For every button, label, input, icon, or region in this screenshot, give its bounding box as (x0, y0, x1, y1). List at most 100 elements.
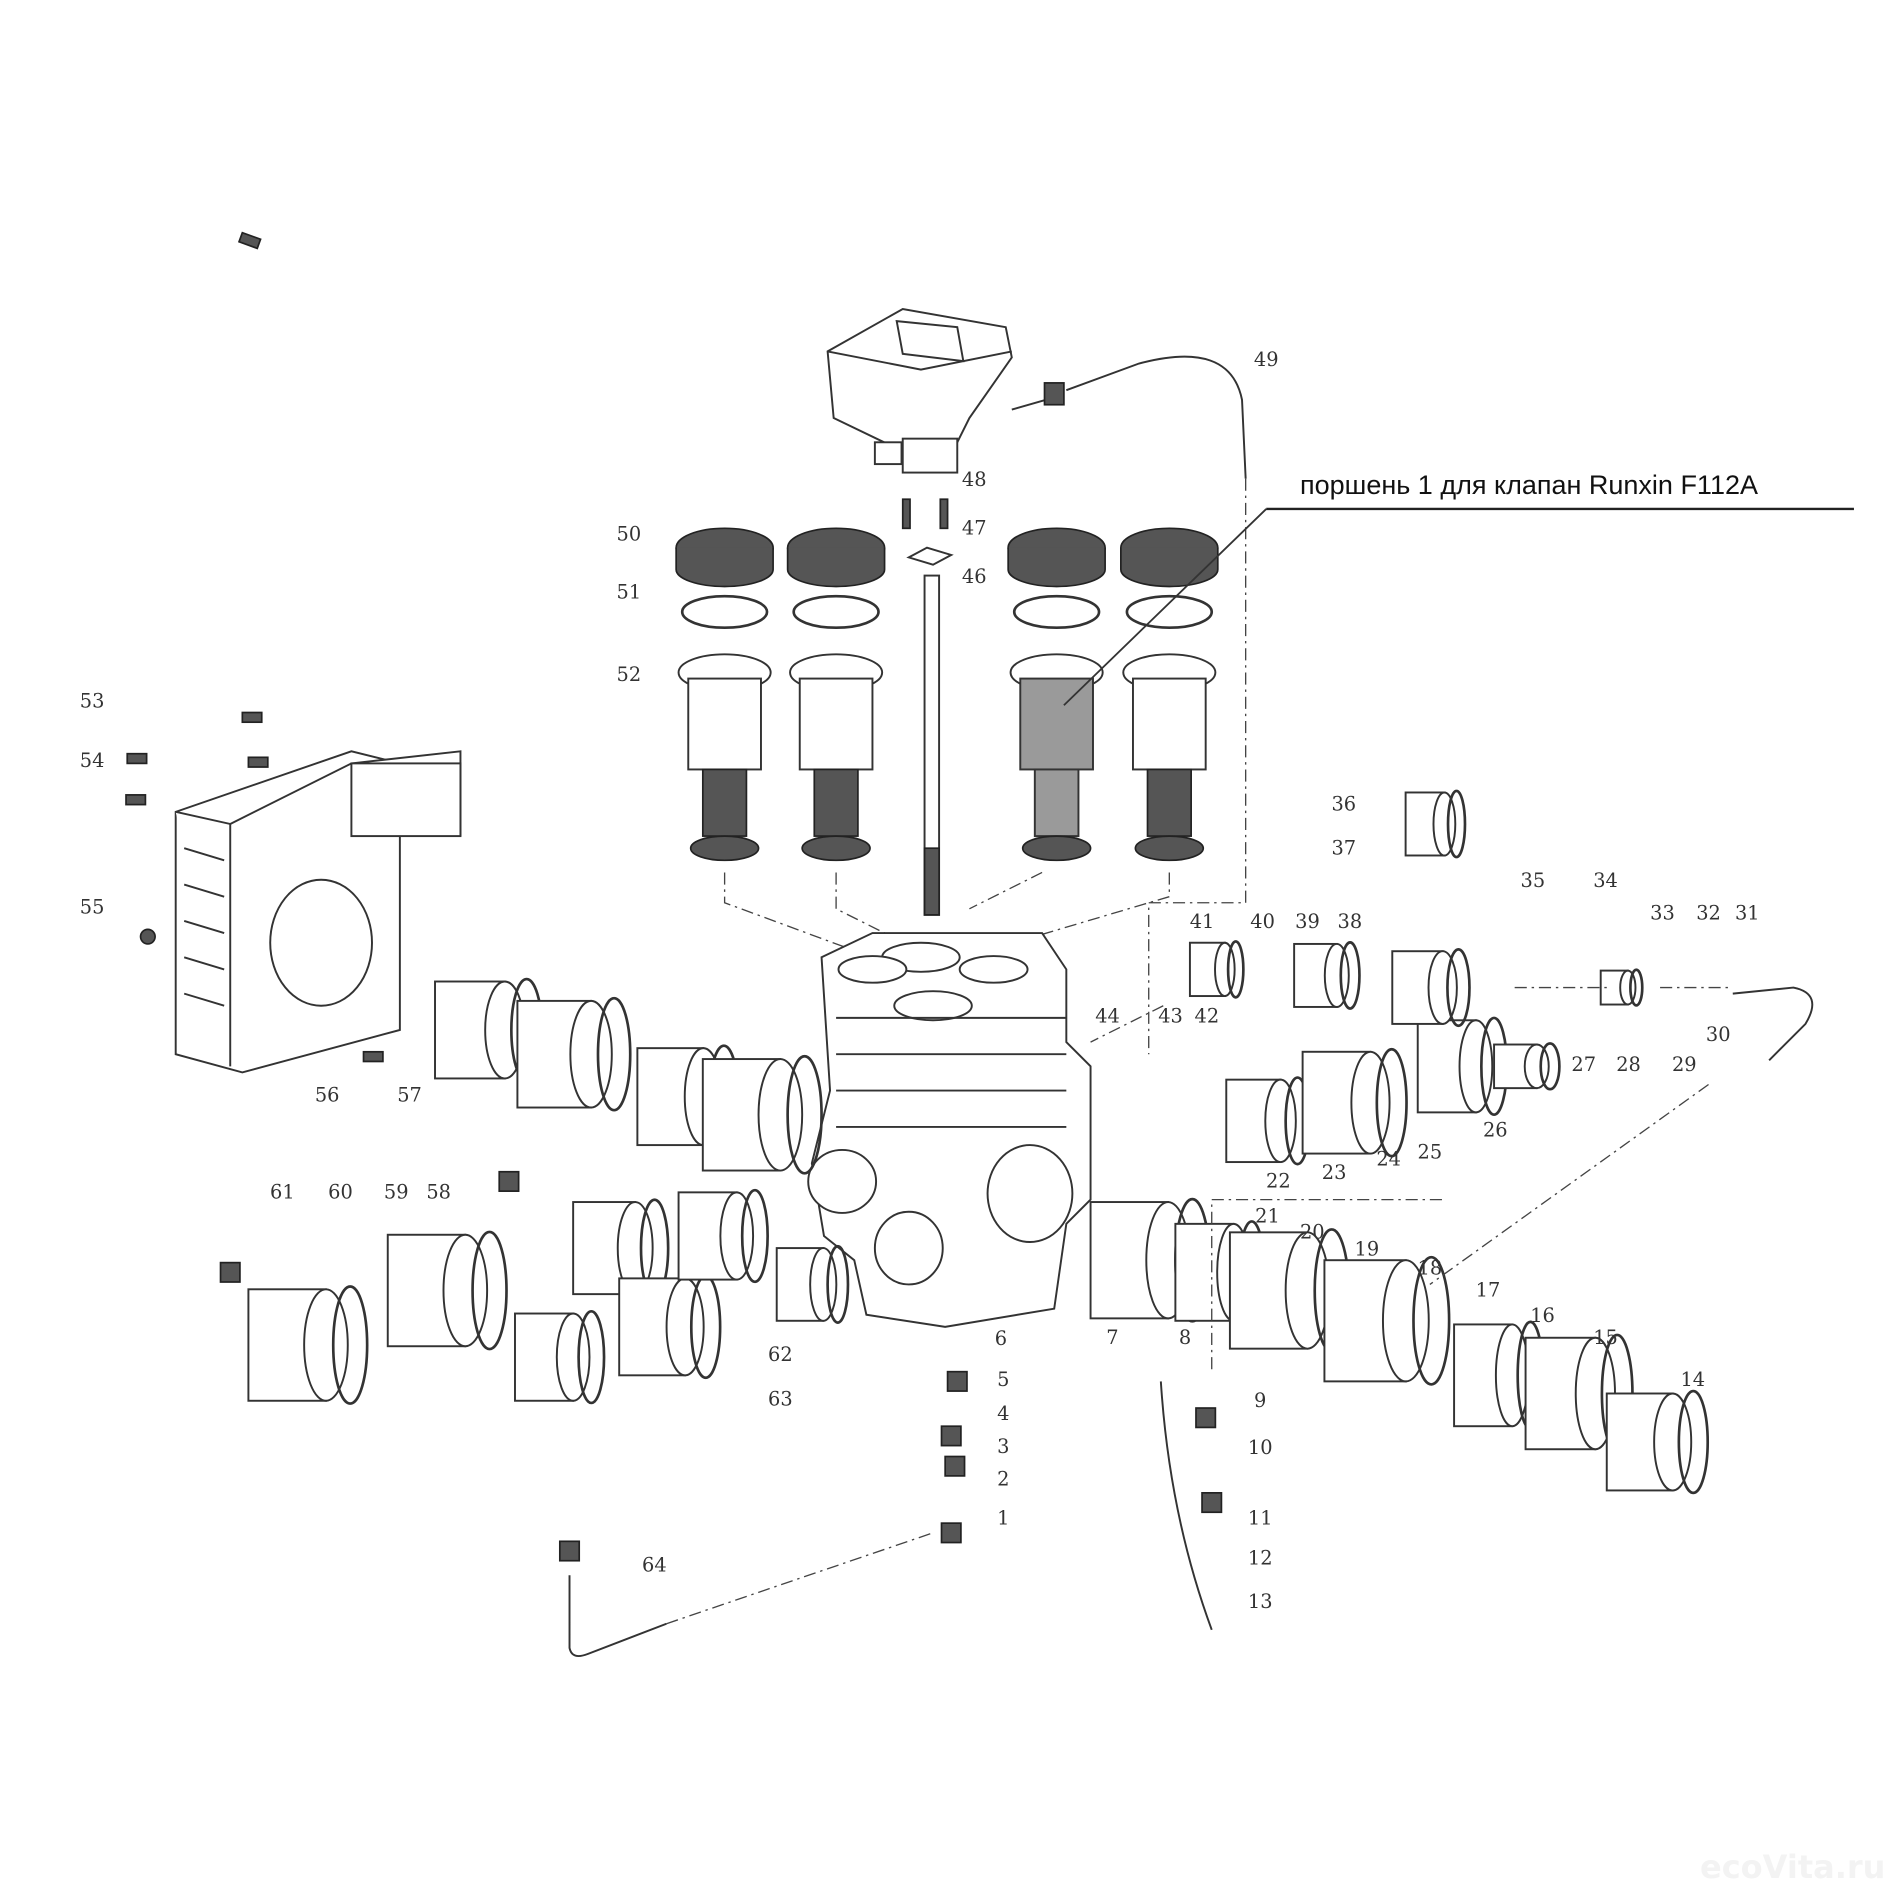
brine-hose (1159, 1381, 1213, 1631)
cable (1011, 355, 1247, 479)
fitting (514, 1310, 606, 1405)
part-number-label: 27 (1571, 1053, 1596, 1076)
part-number-label: 34 (1593, 869, 1618, 892)
part-number-label: 47 (962, 516, 987, 539)
small-fitting (219, 1261, 241, 1283)
small-fitting (946, 1370, 968, 1392)
part-number-label: 7 (1106, 1326, 1118, 1349)
part-number-label: 3 (997, 1435, 1009, 1458)
part-number-label: 56 (315, 1083, 340, 1106)
piston-assembly (1007, 527, 1106, 862)
small-fitting (940, 1522, 962, 1544)
fitting (516, 996, 632, 1112)
part-number-label: 51 (617, 581, 642, 604)
part-number-label: 59 (384, 1180, 409, 1203)
fitting (386, 1230, 508, 1351)
fitting (1416, 1016, 1509, 1117)
part-number-label: 12 (1248, 1546, 1273, 1569)
piston-assembly (675, 527, 774, 862)
fittings (219, 789, 1710, 1562)
fitting (1404, 789, 1467, 859)
part-number-label: 44 (1095, 1005, 1120, 1028)
valve-body (807, 932, 1092, 1328)
part-number-label: 37 (1331, 836, 1356, 859)
part-number-label: 52 (617, 663, 642, 686)
fitting (1323, 1255, 1451, 1386)
fitting (775, 1244, 850, 1324)
part-number-label: 41 (1190, 910, 1215, 933)
small-fitting (940, 1425, 962, 1447)
part-number-label: 1 (997, 1506, 1009, 1529)
small-fitting (1195, 1407, 1217, 1429)
callout-label: поршень 1 для клапан Runxin F112A (1300, 470, 1758, 500)
pistons (675, 527, 1219, 862)
fitting (1293, 941, 1361, 1010)
part-number-label: 35 (1521, 869, 1546, 892)
tube-30 (1732, 986, 1814, 1061)
part-number-label: 20 (1300, 1220, 1325, 1243)
fitting (1599, 968, 1644, 1007)
fitting (1188, 940, 1245, 999)
part-number-label: 26 (1483, 1119, 1508, 1142)
part-number-label: 29 (1672, 1053, 1697, 1076)
part-number-label: 54 (80, 749, 105, 772)
part-number-label: 11 (1248, 1506, 1273, 1529)
cable-nut (1043, 382, 1065, 406)
part-number-label: 46 (962, 565, 987, 588)
part-number-label: 53 (80, 690, 105, 713)
part-number-label: 28 (1616, 1053, 1641, 1076)
part-number-label: 58 (426, 1180, 451, 1203)
callout-leader (1063, 508, 1267, 706)
part-number-label: 57 (397, 1083, 422, 1106)
part-number-label: 9 (1254, 1389, 1266, 1412)
part-number-label: 23 (1322, 1161, 1347, 1184)
part-number-label: 61 (270, 1180, 295, 1203)
part-number-label: 55 (80, 896, 105, 919)
part-number-label: 30 (1706, 1023, 1731, 1046)
fitting (677, 1188, 769, 1284)
drive-rod (901, 498, 954, 916)
part-number-label: 50 (617, 522, 642, 545)
part-number-label: 43 (1158, 1005, 1183, 1028)
part-number-label: 32 (1696, 902, 1721, 925)
fitting (1493, 1042, 1561, 1091)
part-number-label: 17 (1476, 1279, 1501, 1302)
controller-head (826, 307, 1013, 474)
fitting (701, 1054, 823, 1175)
fitting (1228, 1228, 1350, 1353)
mounting-bracket (174, 231, 462, 1074)
part-number-label: 48 (962, 468, 987, 491)
part-number-label: 19 (1355, 1237, 1380, 1260)
piston-assembly (786, 527, 886, 862)
part-number-label: 13 (1248, 1590, 1273, 1613)
part-number-label: 64 (642, 1554, 667, 1577)
part-number-label: 40 (1250, 910, 1275, 933)
part-number-label: 8 (1179, 1326, 1191, 1349)
part-number-label: 4 (997, 1402, 1009, 1425)
part-number-label: 33 (1650, 902, 1675, 925)
part-number-label: 24 (1376, 1148, 1401, 1171)
part-number-label: 16 (1530, 1304, 1555, 1327)
part-number-label: 38 (1338, 910, 1363, 933)
fitting (1391, 948, 1471, 1028)
small-fitting (1201, 1492, 1223, 1514)
part-number-label: 21 (1255, 1205, 1280, 1228)
part-number-label: 60 (328, 1180, 353, 1203)
fitting (618, 1274, 722, 1380)
small-fitting (944, 1455, 966, 1477)
fitting (1301, 1047, 1408, 1158)
screws (125, 711, 384, 1063)
part-number-label: 63 (768, 1388, 793, 1411)
part-number-label: 25 (1418, 1140, 1443, 1163)
piston-assembly (1120, 527, 1219, 862)
part-number-label: 42 (1195, 1005, 1220, 1028)
fitting (1524, 1333, 1634, 1454)
fitting (434, 977, 544, 1083)
watermark: ecoVita.ru (1700, 1848, 1886, 1886)
part-number-label: 5 (997, 1368, 1009, 1391)
fitting (1605, 1389, 1710, 1495)
part-number-label: 22 (1266, 1170, 1291, 1193)
fitting (1225, 1076, 1311, 1166)
